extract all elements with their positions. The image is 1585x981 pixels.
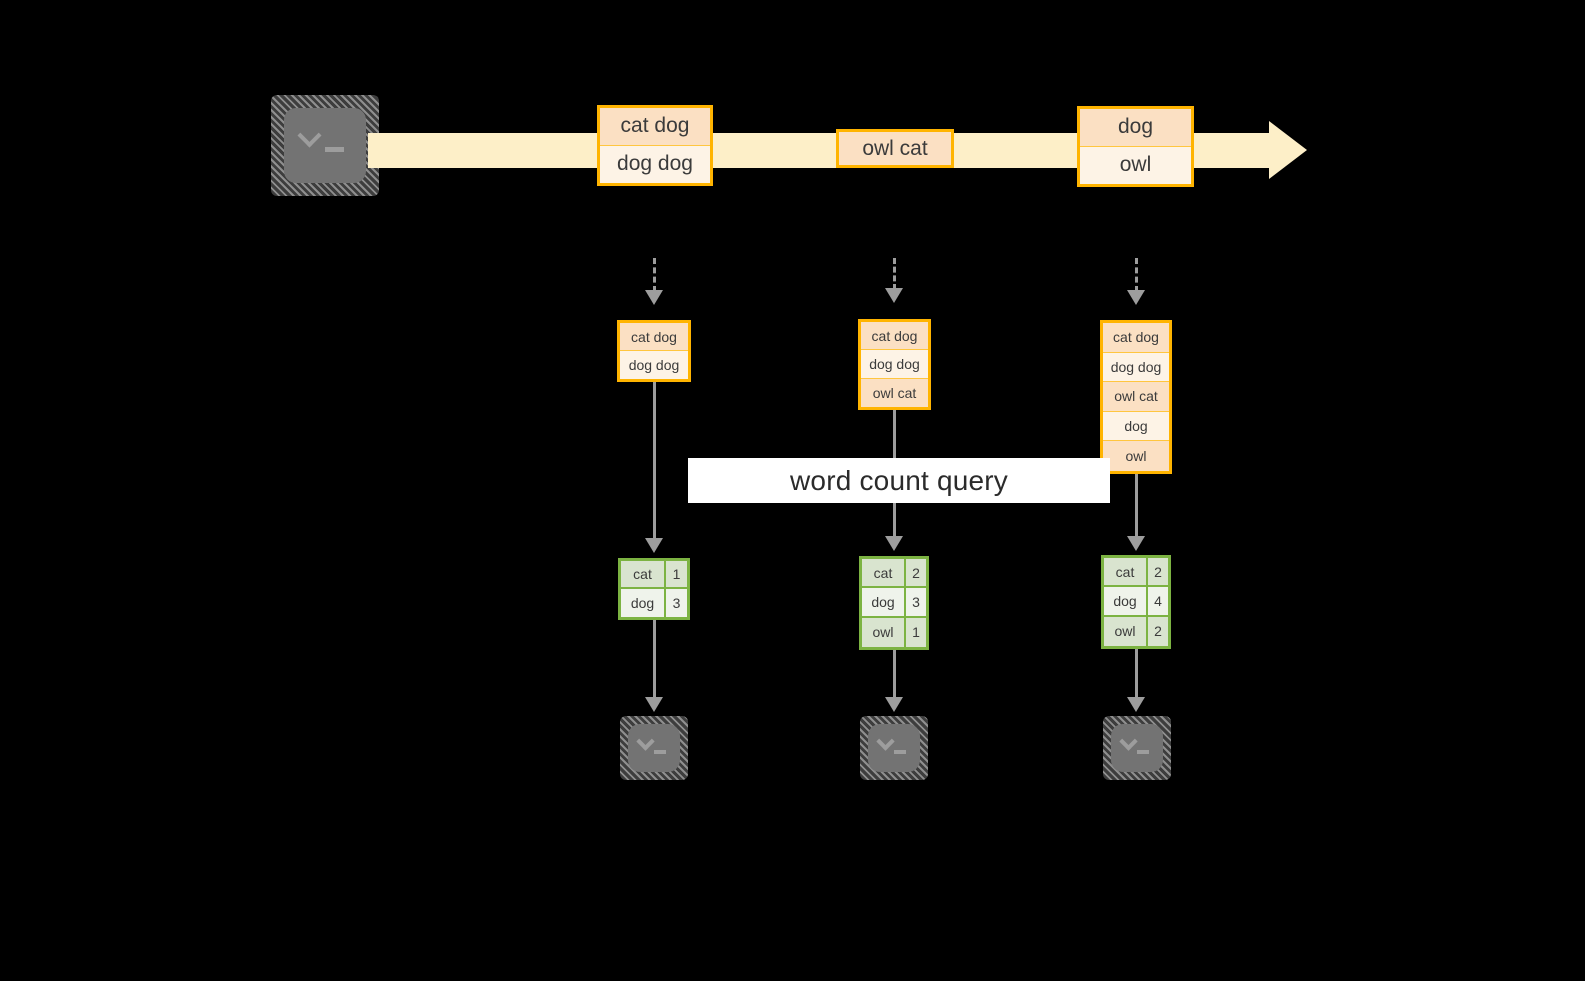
stream-batch-3-line: dog [1080,109,1191,147]
snapshot-3-capture-arrowhead [1127,290,1145,305]
result-word-cell: cat [862,559,906,587]
snapshot-2-sink-terminal-icon [860,716,928,780]
snapshot-3-sink-arrowhead [1127,697,1145,712]
snapshot-1-record-line: dog dog [620,351,688,379]
snapshot-3-query-connector [1135,474,1138,536]
table-row: dog 4 [1104,587,1168,617]
stream-batch-1: cat dog dog dog [597,105,713,186]
snapshot-2-record-line: cat dog [861,322,928,351]
snapshot-2-capture-arrowhead [885,288,903,303]
snapshot-2-result-table: cat 2 dog 3 owl 1 [859,556,929,650]
snapshot-1-query-arrowhead [645,538,663,553]
event-stream-arrow-head [1269,121,1307,179]
result-word-cell: dog [621,589,666,617]
table-row: dog 3 [621,589,687,617]
stream-batch-3-line: owl [1080,146,1191,184]
snapshot-2-capture-connector [893,258,896,290]
snapshot-3-sink-terminal-icon [1103,716,1171,780]
table-row: owl 1 [862,617,926,647]
table-row: cat 1 [621,561,687,589]
table-row: cat 2 [862,559,926,589]
result-word-cell: dog [1104,587,1148,615]
snapshot-3-record-line: dog [1103,411,1169,442]
table-row: owl 2 [1104,616,1168,646]
stream-batch-1-line: cat dog [600,108,710,146]
query-label-band: word count query [688,458,1110,503]
snapshot-3-record-line: owl [1103,441,1169,471]
stream-batch-3: dog owl [1077,106,1194,187]
source-terminal-icon [271,95,379,196]
snapshot-1-accumulated-records: cat dog dog dog [617,320,691,382]
snapshot-1-capture-connector [653,258,656,292]
terminal-underscore-icon [1137,750,1149,754]
result-count-cell: 2 [1148,616,1168,646]
terminal-screen [868,724,920,772]
snapshot-2-sink-connector [893,650,896,697]
snapshot-1-result-table: cat 1 dog 3 [618,558,690,620]
terminal-underscore-icon [894,750,906,754]
result-word-cell: cat [621,561,666,587]
result-word-cell: dog [862,588,906,616]
result-word-cell: owl [862,617,906,647]
snapshot-1-sink-connector [653,620,656,697]
result-count-cell: 3 [666,589,687,617]
result-count-cell: 3 [906,588,926,616]
table-row: dog 3 [862,588,926,618]
result-count-cell: 2 [1148,558,1168,586]
snapshot-3-sink-connector [1135,649,1138,697]
snapshot-2-accumulated-records: cat dog dog dog owl cat [858,319,931,410]
terminal-screen [1111,724,1163,772]
stream-batch-1-line: dog dog [600,145,710,183]
result-word-cell: owl [1104,616,1148,646]
terminal-screen [628,724,680,772]
terminal-underscore-icon [325,147,344,152]
snapshot-3-capture-connector [1135,258,1138,292]
result-word-cell: cat [1104,558,1148,586]
snapshot-2-sink-arrowhead [885,697,903,712]
snapshot-1-query-connector [653,382,656,538]
snapshot-1-capture-arrowhead [645,290,663,305]
result-count-cell: 4 [1148,587,1168,615]
snapshot-3-record-line: dog dog [1103,352,1169,383]
result-count-cell: 1 [906,617,926,647]
snapshot-3-accumulated-records: cat dog dog dog owl cat dog owl [1100,320,1172,474]
terminal-screen [284,108,366,183]
snapshot-3-query-arrowhead [1127,536,1145,551]
table-row: cat 2 [1104,558,1168,588]
result-count-cell: 2 [906,559,926,587]
snapshot-1-record-line: cat dog [620,323,688,351]
page-title: word count query [790,464,1008,496]
snapshot-1-sink-arrowhead [645,697,663,712]
stream-batch-2-line: owl cat [839,132,951,165]
snapshot-3-record-line: cat dog [1103,323,1169,353]
snapshot-2-query-arrowhead [885,536,903,551]
snapshot-2-record-line: dog dog [861,350,928,379]
snapshot-2-record-line: owl cat [861,378,928,407]
snapshot-1-sink-terminal-icon [620,716,688,780]
stream-batch-2: owl cat [836,129,954,168]
snapshot-3-result-table: cat 2 dog 4 owl 2 [1101,555,1171,649]
result-count-cell: 1 [666,561,687,587]
snapshot-3-record-line: owl cat [1103,382,1169,412]
terminal-underscore-icon [654,750,666,754]
